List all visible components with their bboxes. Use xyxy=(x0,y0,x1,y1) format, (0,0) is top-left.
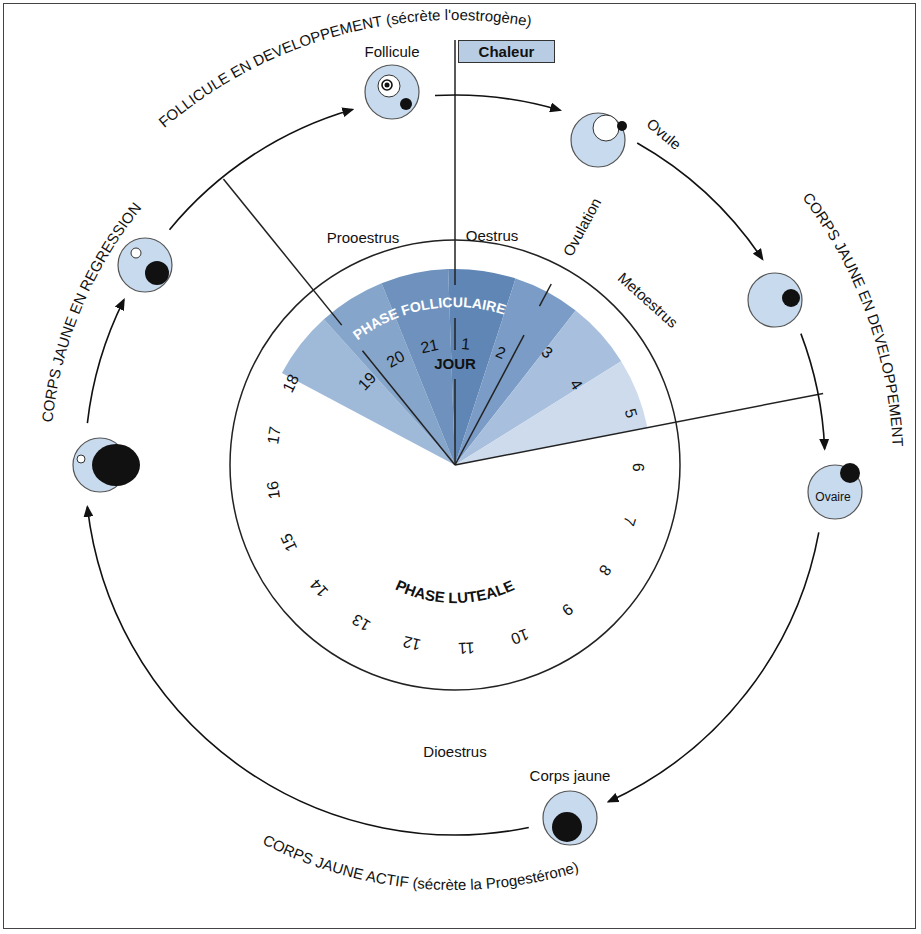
ovary-circle xyxy=(118,238,172,292)
day-number: 19 xyxy=(355,369,380,394)
phase-name: Oestrus xyxy=(466,227,519,244)
ovary-node: Ovule xyxy=(570,112,626,168)
day-number: 8 xyxy=(596,562,615,579)
day-number: 18 xyxy=(279,371,302,395)
stage-title: CORPS JAUNE ACTIF (sécrète la Progestéro… xyxy=(260,831,580,893)
ovary-outline xyxy=(542,790,598,846)
corpus-spot xyxy=(92,444,140,486)
ovary-label: Ovule xyxy=(643,115,684,153)
phase-name: Ovulation xyxy=(560,195,605,259)
day-number: 13 xyxy=(349,611,373,635)
ovary-node: Corps jaune xyxy=(542,790,598,846)
stage-title: CORPS JAUNE EN REGRESSION xyxy=(38,199,144,423)
stage-title-line: CORPS JAUNE EN REGRESSION xyxy=(38,199,144,423)
corpus-spot xyxy=(840,463,860,483)
day-number: 5 xyxy=(622,406,641,419)
phase-title: PHASE FOLLICULAIRE xyxy=(350,294,508,343)
stage-title-line: CORPS JAUNE ACTIF (sécrète la Progestéro… xyxy=(260,831,580,893)
ovary-outline xyxy=(570,112,626,168)
follicle-spot xyxy=(77,455,85,463)
heat-label: Chaleur xyxy=(467,43,546,60)
corpus-spot xyxy=(400,98,412,110)
phase-divider xyxy=(223,179,341,325)
phase-divider xyxy=(454,318,456,350)
day-number: 15 xyxy=(277,531,300,554)
stage-title: CORPS JAUNE EN DEVELOPPEMENT xyxy=(799,189,906,447)
follicle-spot xyxy=(593,115,619,141)
ovary-circle xyxy=(571,113,625,167)
cycle-arrow xyxy=(87,507,528,835)
phase-name: Metoestrus xyxy=(615,269,682,331)
corpus-spot xyxy=(552,812,582,842)
ovary-outline xyxy=(364,64,420,120)
ovary-label: Follicule xyxy=(364,43,419,60)
ovary-node: Ovaire xyxy=(807,464,863,520)
corpus-spot xyxy=(782,289,800,307)
phase-divider xyxy=(540,284,552,306)
day-number: 10 xyxy=(508,626,531,648)
follicle-ring xyxy=(382,80,392,90)
phase-divider xyxy=(454,379,456,465)
phase-divider xyxy=(455,393,823,465)
ovary-node: Follicule xyxy=(364,64,420,120)
stage-title: FOLLICULE EN DEVELOPPEMENT (sécrète l'oe… xyxy=(155,6,533,130)
day-number: 6 xyxy=(630,463,647,472)
cycle-arrow xyxy=(170,110,353,230)
day-number: 14 xyxy=(307,576,332,601)
cycle-arrow xyxy=(608,532,818,801)
day-number: 9 xyxy=(559,600,577,619)
day-number: 3 xyxy=(538,343,556,362)
phase-title-line: PHASE LUTEALE xyxy=(393,576,517,606)
cycle-arrow xyxy=(637,143,762,259)
day-number: 1 xyxy=(460,335,470,353)
day-number: 12 xyxy=(401,633,422,654)
day-number: 16 xyxy=(264,480,283,500)
phase-sector xyxy=(455,361,647,465)
day-number: 11 xyxy=(458,639,476,657)
ovary-label: Ovaire xyxy=(815,491,850,505)
day-number: 20 xyxy=(384,347,408,371)
phase-title-line: PHASE FOLLICULAIRE xyxy=(350,294,508,343)
cycle-arrow xyxy=(801,334,825,449)
corpus-spot xyxy=(145,261,169,285)
heat-box: Chaleur xyxy=(458,40,555,63)
phase-divider xyxy=(454,40,456,285)
stage-title-line: FOLLICULE EN DEVELOPPEMENT (sécrète l'oe… xyxy=(155,6,533,130)
corpus-spot xyxy=(617,121,627,131)
cycle-arrow xyxy=(435,95,560,110)
day-number: 21 xyxy=(419,336,440,356)
day-number: 2 xyxy=(493,343,508,362)
ovary-label: Corps jaune xyxy=(530,767,611,784)
phase-name: Prooestrus xyxy=(327,229,400,246)
day-number: 7 xyxy=(620,514,639,528)
day-number: 4 xyxy=(567,376,586,393)
stage-title-line: CORPS JAUNE EN DEVELOPPEMENT xyxy=(799,189,906,447)
ovary-circle xyxy=(543,791,597,845)
corpus-spot xyxy=(385,83,390,88)
phase-divider xyxy=(455,335,524,465)
ovary-circle xyxy=(748,273,802,327)
phase-title: PHASE LUTEALE xyxy=(393,576,517,606)
phase-name: Dioestrus xyxy=(423,743,486,760)
ovary-circle xyxy=(365,65,419,119)
day-number: 17 xyxy=(264,425,284,445)
cycle-arrow xyxy=(87,300,123,423)
follicle-spot xyxy=(131,248,141,258)
follicle-spot xyxy=(378,75,400,97)
day-heading: JOUR xyxy=(434,355,476,372)
